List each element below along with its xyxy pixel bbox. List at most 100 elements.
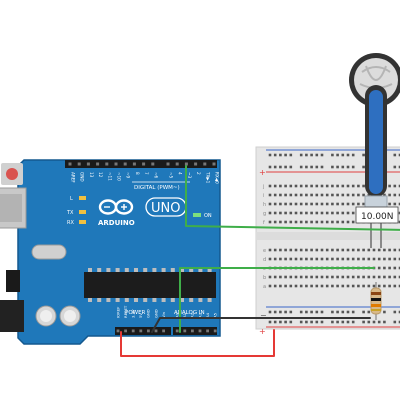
- breadboard-hole[interactable]: [341, 275, 345, 279]
- breadboard-hole[interactable]: [315, 184, 319, 188]
- breadboard-hole[interactable]: [320, 257, 324, 261]
- rail-hole[interactable]: [367, 310, 371, 314]
- rail-hole[interactable]: [284, 165, 287, 169]
- bottom-pin-hole[interactable]: [175, 329, 179, 333]
- breadboard-hole[interactable]: [310, 284, 313, 288]
- breadboard-hole[interactable]: [398, 220, 400, 224]
- bottom-pin-hole[interactable]: [206, 329, 209, 333]
- breadboard-hole[interactable]: [393, 284, 397, 288]
- digital-pin-hole[interactable]: [77, 162, 81, 166]
- digital-pin-hole[interactable]: [132, 162, 136, 166]
- breadboard-hole[interactable]: [294, 202, 298, 206]
- breadboard-hole[interactable]: [325, 275, 329, 279]
- rail-hole[interactable]: [393, 165, 397, 169]
- rail-hole[interactable]: [362, 310, 365, 314]
- breadboard-hole[interactable]: [336, 284, 339, 288]
- breadboard-hole[interactable]: [299, 184, 303, 188]
- breadboard-hole[interactable]: [268, 193, 272, 197]
- breadboard-hole[interactable]: [346, 284, 350, 288]
- rail-hole[interactable]: [279, 320, 282, 324]
- wire-green-analog-to-sensor[interactable]: [179, 267, 375, 333]
- digital-pin-hole[interactable]: [166, 162, 170, 166]
- breadboard-hole[interactable]: [294, 193, 298, 197]
- bottom-pin-hole[interactable]: [131, 329, 135, 333]
- breadboard-hole[interactable]: [336, 211, 339, 215]
- breadboard-hole[interactable]: [341, 220, 345, 224]
- breadboard-hole[interactable]: [346, 248, 350, 252]
- breadboard-hole[interactable]: [310, 184, 313, 188]
- breadboard-hole[interactable]: [289, 275, 293, 279]
- breadboard-hole[interactable]: [362, 257, 365, 261]
- rail-hole[interactable]: [331, 165, 334, 169]
- breadboard-hole[interactable]: [336, 220, 339, 224]
- rail-hole[interactable]: [351, 320, 355, 324]
- breadboard-hole[interactable]: [273, 193, 277, 197]
- breadboard-hole[interactable]: [279, 184, 282, 188]
- breadboard-hole[interactable]: [268, 220, 272, 224]
- breadboard-hole[interactable]: [336, 257, 339, 261]
- breadboard-hole[interactable]: [310, 202, 313, 206]
- breadboard-hole[interactable]: [398, 193, 400, 197]
- breadboard-hole[interactable]: [320, 220, 324, 224]
- rail-hole[interactable]: [398, 153, 400, 157]
- breadboard-hole[interactable]: [310, 257, 313, 261]
- breadboard-hole[interactable]: [393, 184, 397, 188]
- rail-hole[interactable]: [341, 320, 345, 324]
- breadboard-hole[interactable]: [315, 257, 319, 261]
- digital-pin-hole[interactable]: [184, 162, 188, 166]
- breadboard-hole[interactable]: [393, 266, 397, 270]
- rail-hole[interactable]: [273, 165, 277, 169]
- breadboard-hole[interactable]: [336, 184, 339, 188]
- breadboard-hole[interactable]: [299, 275, 303, 279]
- rail-hole[interactable]: [289, 310, 293, 314]
- breadboard-hole[interactable]: [362, 202, 365, 206]
- breadboard-hole[interactable]: [367, 193, 371, 197]
- rail-hole[interactable]: [351, 165, 355, 169]
- breadboard-hole[interactable]: [299, 248, 303, 252]
- breadboard-hole[interactable]: [284, 248, 287, 252]
- breadboard-hole[interactable]: [357, 257, 360, 261]
- rail-hole[interactable]: [268, 310, 272, 314]
- breadboard-hole[interactable]: [346, 184, 350, 188]
- wire-5v-to-rail[interactable]: [120, 329, 275, 357]
- breadboard-hole[interactable]: [299, 193, 303, 197]
- breadboard-hole[interactable]: [315, 275, 319, 279]
- breadboard-hole[interactable]: [310, 211, 313, 215]
- rail-hole[interactable]: [351, 310, 355, 314]
- breadboard-hole[interactable]: [351, 184, 355, 188]
- breadboard-hole[interactable]: [268, 275, 272, 279]
- digital-pin-hole[interactable]: [212, 162, 216, 166]
- breadboard-hole[interactable]: [351, 257, 355, 261]
- breadboard-hole[interactable]: [294, 284, 298, 288]
- rail-hole[interactable]: [377, 320, 381, 324]
- breadboard-hole[interactable]: [289, 284, 293, 288]
- rail-hole[interactable]: [289, 165, 293, 169]
- rail-hole[interactable]: [315, 320, 319, 324]
- rail-hole[interactable]: [305, 310, 308, 314]
- rail-hole[interactable]: [346, 165, 350, 169]
- breadboard-hole[interactable]: [346, 202, 350, 206]
- digital-pin-hole[interactable]: [105, 162, 109, 166]
- digital-pin-hole[interactable]: [114, 162, 118, 166]
- breadboard-hole[interactable]: [284, 193, 287, 197]
- breadboard-hole[interactable]: [284, 257, 287, 261]
- breadboard-hole[interactable]: [341, 193, 345, 197]
- force-sensitive-resistor-icon[interactable]: 10.00N: [349, 53, 400, 248]
- power-header[interactable]: [115, 327, 171, 335]
- breadboard-hole[interactable]: [320, 202, 324, 206]
- breadboard-hole[interactable]: [289, 220, 293, 224]
- breadboard-hole[interactable]: [351, 284, 355, 288]
- rail-hole[interactable]: [336, 310, 339, 314]
- rail-hole[interactable]: [331, 310, 334, 314]
- digital-pin-hole[interactable]: [86, 162, 90, 166]
- breadboard-hole[interactable]: [388, 275, 391, 279]
- breadboard-hole[interactable]: [289, 211, 293, 215]
- breadboard-hole[interactable]: [325, 284, 329, 288]
- breadboard-hole[interactable]: [273, 284, 277, 288]
- breadboard-hole[interactable]: [273, 202, 277, 206]
- breadboard-hole[interactable]: [388, 284, 391, 288]
- breadboard-hole[interactable]: [336, 275, 339, 279]
- breadboard-hole[interactable]: [367, 284, 371, 288]
